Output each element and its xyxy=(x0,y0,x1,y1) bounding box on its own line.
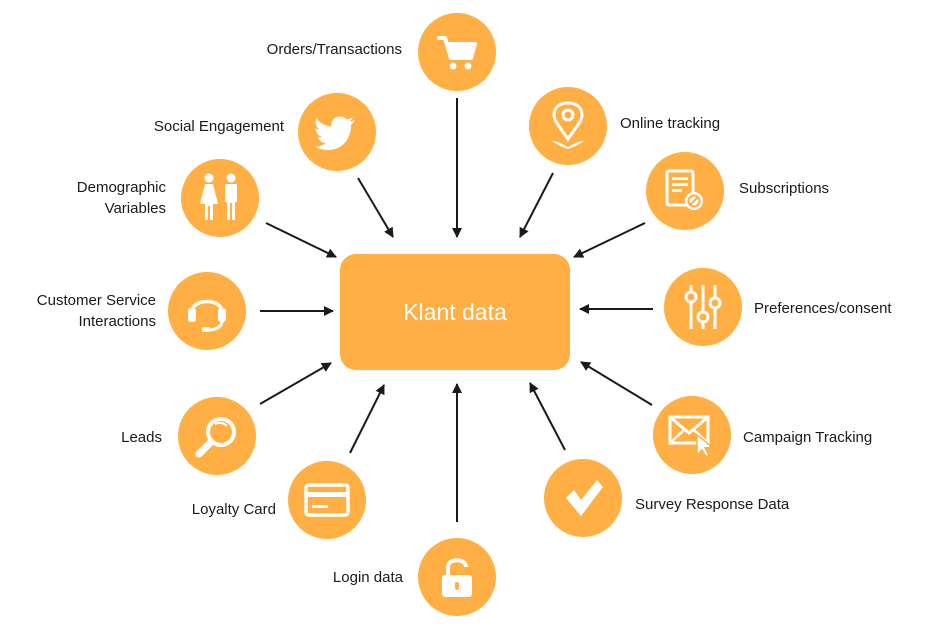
klant-data-label: Klant data xyxy=(403,298,507,325)
arrow-online xyxy=(519,172,554,238)
arrow-loyalty xyxy=(349,384,385,454)
arrow-leads xyxy=(259,362,332,405)
document-cancel-icon xyxy=(665,169,703,210)
demographic-label: Demographic Variables xyxy=(40,177,166,219)
credit-card-icon xyxy=(304,483,350,517)
demographic-node xyxy=(181,159,259,237)
campaign-label: Campaign Tracking xyxy=(743,429,873,446)
shopping-cart-icon xyxy=(437,36,477,70)
login-label: Login data xyxy=(332,569,403,586)
customer-service-node xyxy=(168,272,246,350)
customer-service-label: Customer Service Interactions xyxy=(10,290,156,332)
social-node xyxy=(298,93,376,171)
orders-node xyxy=(418,13,496,91)
survey-label: Survey Response Data xyxy=(635,496,790,513)
survey-node xyxy=(544,459,622,537)
loyalty-label: Loyalty Card xyxy=(191,501,276,518)
preferences-node xyxy=(664,268,742,346)
arrow-social xyxy=(357,177,394,238)
headset-icon xyxy=(188,299,226,332)
magnifier-icon xyxy=(195,417,236,458)
customer-service-label-line1: Customer Service xyxy=(36,292,156,309)
social-label: Social Engagement xyxy=(153,118,284,135)
arrow-survey xyxy=(529,382,566,451)
subscriptions-label: Subscriptions xyxy=(739,180,830,197)
checkmark-icon xyxy=(566,480,603,516)
arrow-demographic xyxy=(265,222,337,258)
envelope-cursor-icon xyxy=(668,415,714,457)
arrow-campaign xyxy=(580,361,653,406)
orders-label: Orders/Transactions xyxy=(266,41,402,58)
demographic-label-line2: Variables xyxy=(104,200,166,217)
man-woman-icon xyxy=(200,173,237,220)
customer-service-label-line2: Interactions xyxy=(78,313,156,330)
campaign-node xyxy=(653,396,731,474)
demographic-label-line1: Demographic xyxy=(76,179,166,196)
unlocked-padlock-icon xyxy=(442,558,472,597)
sliders-icon xyxy=(684,285,722,329)
map-pin-icon xyxy=(552,101,584,149)
klant-data-box: Klant data xyxy=(340,254,570,370)
online-label: Online tracking xyxy=(620,115,721,132)
loyalty-node xyxy=(288,461,366,539)
leads-label: Leads xyxy=(121,429,162,446)
leads-node xyxy=(178,397,256,475)
twitter-bird-icon xyxy=(315,116,355,150)
arrow-subscriptions xyxy=(573,222,646,258)
login-node xyxy=(418,538,496,616)
subscriptions-node xyxy=(646,152,724,230)
preferences-label: Preferences/consent xyxy=(754,300,892,317)
online-node xyxy=(529,87,607,165)
